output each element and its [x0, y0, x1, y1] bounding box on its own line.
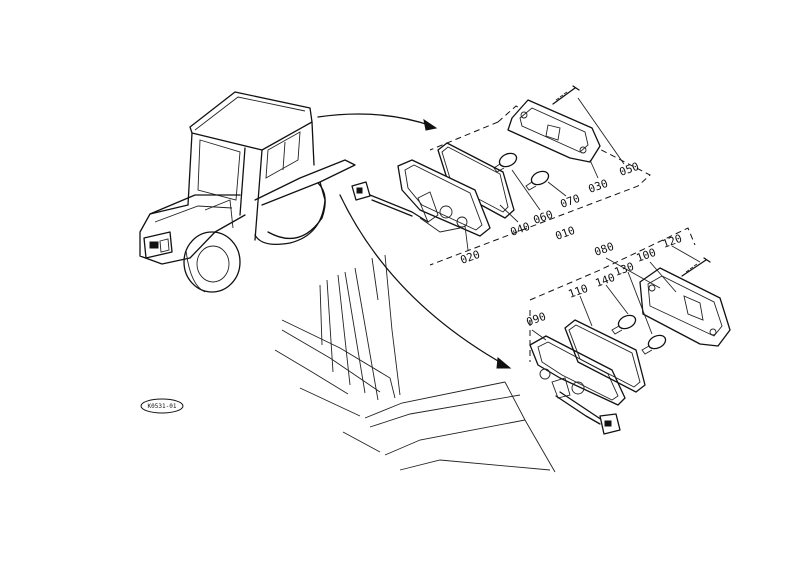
callout-110: 110	[567, 282, 590, 301]
lower-lamp-assembly	[529, 227, 731, 435]
upper-lamp-assembly	[351, 85, 651, 266]
rear-frame-outline	[274, 254, 556, 473]
reference-code-badge: K0531-01	[140, 398, 184, 414]
tractor-illustration	[139, 91, 356, 293]
callout-130: 130	[613, 260, 636, 279]
callout-020: 020	[459, 248, 482, 267]
callout-090: 090	[525, 310, 548, 329]
callout-100: 100	[635, 246, 658, 265]
callout-140: 140	[594, 271, 617, 290]
leader-lines	[464, 97, 701, 341]
callout-060: 060	[532, 208, 555, 227]
reference-code-text: K0531-01	[148, 403, 177, 410]
location-arrows	[317, 113, 512, 369]
callout-040: 040	[509, 220, 532, 239]
callout-010: 010	[554, 224, 577, 243]
callout-080: 080	[593, 240, 616, 259]
callout-labels: 010 020 030 040 050 060 070 080 090 100 …	[459, 160, 684, 329]
callout-050: 050	[618, 160, 641, 179]
callout-070: 070	[559, 192, 582, 211]
callout-030: 030	[587, 177, 610, 196]
callout-120: 120	[661, 232, 684, 251]
